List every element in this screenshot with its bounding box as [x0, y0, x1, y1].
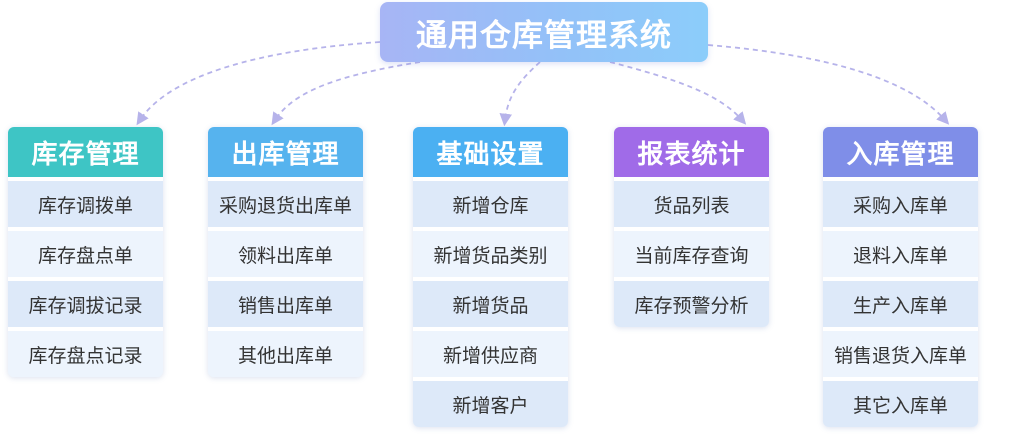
menu-item[interactable]: 库存调拔记录	[8, 277, 163, 327]
module-column: 出库管理采购退货出库单领料出库单销售出库单其他出库单	[208, 127, 363, 377]
menu-item[interactable]: 采购入库单	[823, 177, 978, 227]
module-header[interactable]: 库存管理	[8, 127, 163, 177]
module-header[interactable]: 基础设置	[413, 127, 568, 177]
module-header[interactable]: 出库管理	[208, 127, 363, 177]
connector-to-col-3	[499, 61, 541, 127]
menu-item[interactable]: 库存盘点单	[8, 227, 163, 277]
connector-to-col-5	[707, 44, 950, 125]
menu-item[interactable]: 采购退货出库单	[208, 177, 363, 227]
menu-item[interactable]: 新增货品类别	[413, 227, 568, 277]
module-header[interactable]: 入库管理	[823, 127, 978, 177]
connector-to-col-2	[271, 61, 421, 126]
system-title: 通用仓库管理系统	[380, 2, 708, 62]
menu-item[interactable]: 库存预警分析	[614, 277, 769, 327]
menu-item[interactable]: 领料出库单	[208, 227, 363, 277]
menu-item[interactable]: 销售出库单	[208, 277, 363, 327]
menu-item[interactable]: 退料入库单	[823, 227, 978, 277]
menu-item[interactable]: 新增货品	[413, 277, 568, 327]
module-column: 库存管理库存调拨单库存盘点单库存调拔记录库存盘点记录	[8, 127, 163, 377]
menu-item[interactable]: 新增仓库	[413, 177, 568, 227]
menu-item[interactable]: 其他出库单	[208, 327, 363, 377]
menu-item[interactable]: 新增供应商	[413, 327, 568, 377]
menu-item[interactable]: 新增客户	[413, 377, 568, 427]
menu-item[interactable]: 生产入库单	[823, 277, 978, 327]
menu-item[interactable]: 当前库存查询	[614, 227, 769, 277]
connector-to-col-1	[136, 41, 381, 126]
module-column: 报表统计货品列表当前库存查询库存预警分析	[614, 127, 769, 327]
menu-item[interactable]: 货品列表	[614, 177, 769, 227]
menu-item[interactable]: 库存盘点记录	[8, 327, 163, 377]
module-header[interactable]: 报表统计	[614, 127, 769, 177]
module-column: 入库管理采购入库单退料入库单生产入库单销售退货入库单其它入库单	[823, 127, 978, 427]
module-column: 基础设置新增仓库新增货品类别新增货品新增供应商新增客户	[413, 127, 568, 427]
connector-to-col-4	[609, 61, 747, 125]
menu-item[interactable]: 库存调拨单	[8, 177, 163, 227]
menu-item[interactable]: 其它入库单	[823, 377, 978, 427]
menu-item[interactable]: 销售退货入库单	[823, 327, 978, 377]
